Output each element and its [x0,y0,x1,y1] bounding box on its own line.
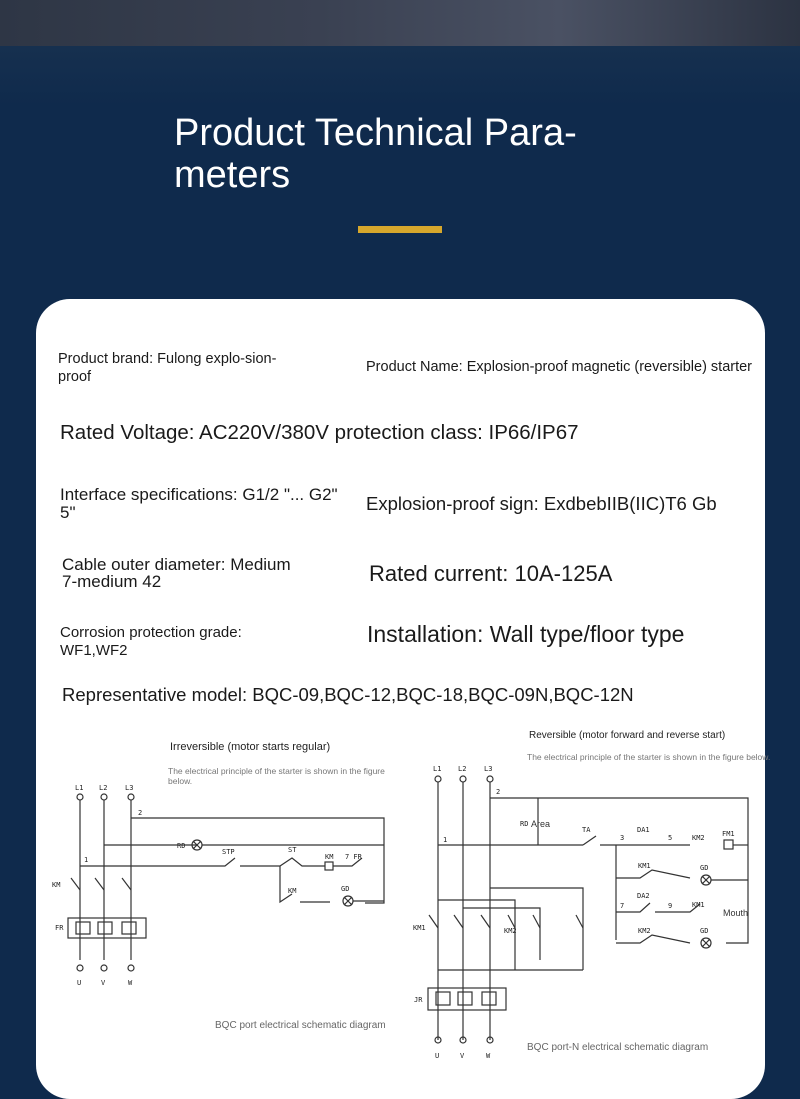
param-rated-current: Rated current: 10A-125A [369,561,613,586]
svg-text:7 FR: 7 FR [345,853,363,861]
svg-text:KM: KM [52,881,60,889]
svg-text:KM2: KM2 [692,834,705,842]
left-schematic-caption: BQC port electrical schematic diagram [215,1020,386,1031]
svg-text:9: 9 [668,902,672,910]
svg-text:GD: GD [700,927,708,935]
svg-text:W: W [486,1052,491,1060]
svg-text:RD: RD [177,842,185,850]
svg-text:DA1: DA1 [637,826,650,834]
param-explosion-sign: Explosion-proof sign: ExdbebIIB(IIC)T6 G… [366,493,717,514]
right-schematic-note: The electrical principle of the starter … [527,752,771,762]
svg-text:JR: JR [414,996,423,1004]
svg-text:FM1: FM1 [722,830,735,838]
svg-text:L3: L3 [484,765,492,773]
svg-text:KM: KM [325,853,333,861]
svg-text:KM1: KM1 [692,901,705,909]
left-schematic-note: The electrical principle of the starter … [168,766,385,786]
left-circuit-diagram: L1 L2 L3 2 1 RD STP ST KM 7 FR KM GD KM FR… [52,784,385,987]
param-installation: Installation: Wall type/floor type [367,621,685,647]
right-schematic-area-label: Area [531,819,551,829]
page-title: Product Technical Para- meters [174,112,624,196]
param-interface: Interface specifications: G1/2 "... G2" … [60,485,338,522]
svg-text:DA2: DA2 [637,892,650,900]
svg-text:L1: L1 [433,765,441,773]
svg-text:U: U [435,1052,439,1060]
svg-text:2: 2 [138,809,142,817]
svg-text:1: 1 [443,836,447,844]
svg-text:GD: GD [700,864,708,872]
svg-text:2: 2 [496,788,500,796]
svg-text:V: V [101,979,106,987]
title-accent-bar [358,226,442,233]
svg-text:L3: L3 [125,784,133,792]
svg-text:FR: FR [55,924,64,932]
svg-text:1: 1 [84,856,88,864]
parameters-card [36,299,765,1099]
svg-text:KM1: KM1 [638,862,651,870]
svg-text:5: 5 [668,834,672,842]
top-photo-strip [0,0,800,46]
param-model: Representative model: BQC-09,BQC-12,BQC-… [62,684,634,705]
right-schematic-mouth-label: Mouth [723,908,749,918]
top-shadow [0,46,800,106]
page-title-line-1: Product Technical Para- [174,112,577,154]
left-schematic-title: Irreversible (motor starts regular) [170,741,331,753]
param-product-name: Product Name: Explosion-proof magnetic (… [366,359,753,375]
svg-text:KM2: KM2 [504,927,517,935]
right-schematic-caption: BQC port-N electrical schematic diagram [527,1042,709,1053]
param-brand: Product brand: Fulong explo-sion-proof [58,351,277,385]
svg-text:ST: ST [288,846,297,854]
page-title-line-2: meters [174,154,291,196]
svg-text:KM1: KM1 [413,924,426,932]
svg-text:L2: L2 [458,765,466,773]
svg-text:STP: STP [222,848,235,856]
param-corrosion-grade: Corrosion protection grade: WF1,WF2 [60,624,242,659]
svg-text:GD: GD [341,885,349,893]
svg-text:KM: KM [288,887,296,895]
svg-text:W: W [128,979,133,987]
param-rated-voltage: Rated Voltage: AC220V/380V protection cl… [60,421,579,444]
svg-text:L1: L1 [75,784,83,792]
svg-text:7: 7 [620,902,624,910]
param-cable-diameter: Cable outer diameter: Medium 7-medium 42 [62,555,291,591]
svg-text:TA: TA [582,826,591,834]
svg-text:3: 3 [620,834,624,842]
svg-text:V: V [460,1052,465,1060]
svg-text:RD: RD [520,820,528,828]
right-schematic-title: Reversible (motor forward and reverse st… [529,730,726,741]
svg-text:KM2: KM2 [638,927,651,935]
svg-text:U: U [77,979,81,987]
svg-text:L2: L2 [99,784,107,792]
